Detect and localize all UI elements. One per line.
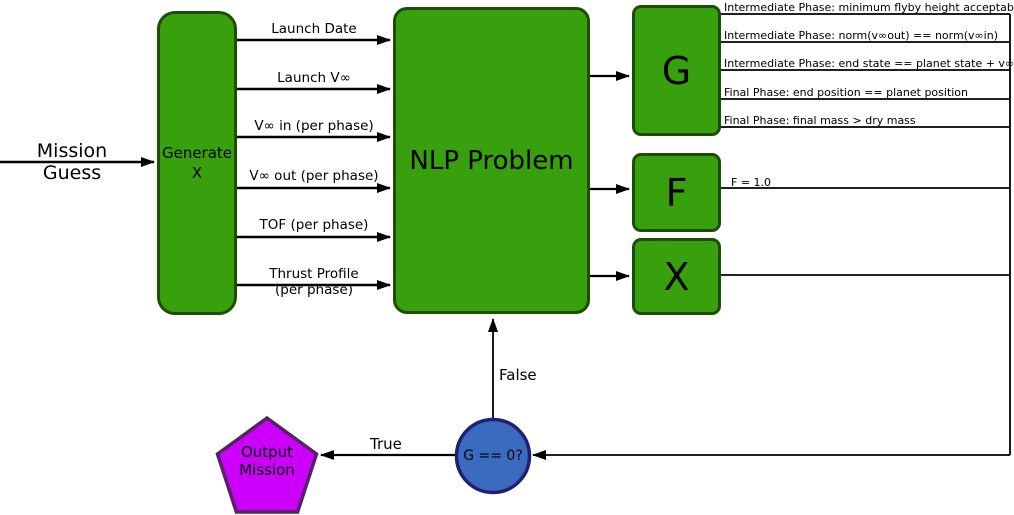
edge-label-tof: TOF (per phase): [259, 217, 369, 233]
false-branch-label: False: [499, 366, 537, 384]
true-branch-label: True: [370, 435, 402, 453]
decision-node-shape: [454, 417, 532, 495]
g-constraints-node: G: [632, 5, 721, 136]
constraint-label-final-mass: Final Phase: final mass > dry mass: [724, 114, 916, 127]
edge-label-launch-date: Launch Date: [271, 21, 357, 37]
edge-label-thrust-profile: Thrust Profile (per phase): [269, 266, 359, 298]
generate-x-node: Generate X: [157, 11, 237, 315]
f-objective-node: F: [632, 153, 721, 232]
edge-label-vinf-out: V∞ out (per phase): [249, 168, 379, 184]
constraint-label-end-state: Intermediate Phase: end state == planet …: [724, 57, 1014, 70]
output-mission-label: Output Mission: [239, 443, 295, 479]
edge-label-vinf-in: V∞ in (per phase): [254, 118, 374, 134]
output-node-shape: [215, 415, 319, 514]
constraint-label-flyby-height: Intermediate Phase: minimum flyby height…: [724, 1, 1014, 14]
nlp-problem-node: NLP Problem: [393, 7, 590, 314]
decision-condition-label: G == 0?: [463, 448, 523, 464]
constraint-label-vinf-norm: Intermediate Phase: norm(v∞out) == norm(…: [724, 29, 998, 42]
edge-label-launch-vinf: Launch V∞: [277, 70, 351, 86]
constraint-label-end-position: Final Phase: end position == planet posi…: [724, 86, 969, 99]
x-decision-node: X: [632, 238, 721, 315]
mission-guess-label: Mission Guess: [36, 140, 108, 184]
f-value-label: F = 1.0: [731, 176, 772, 189]
